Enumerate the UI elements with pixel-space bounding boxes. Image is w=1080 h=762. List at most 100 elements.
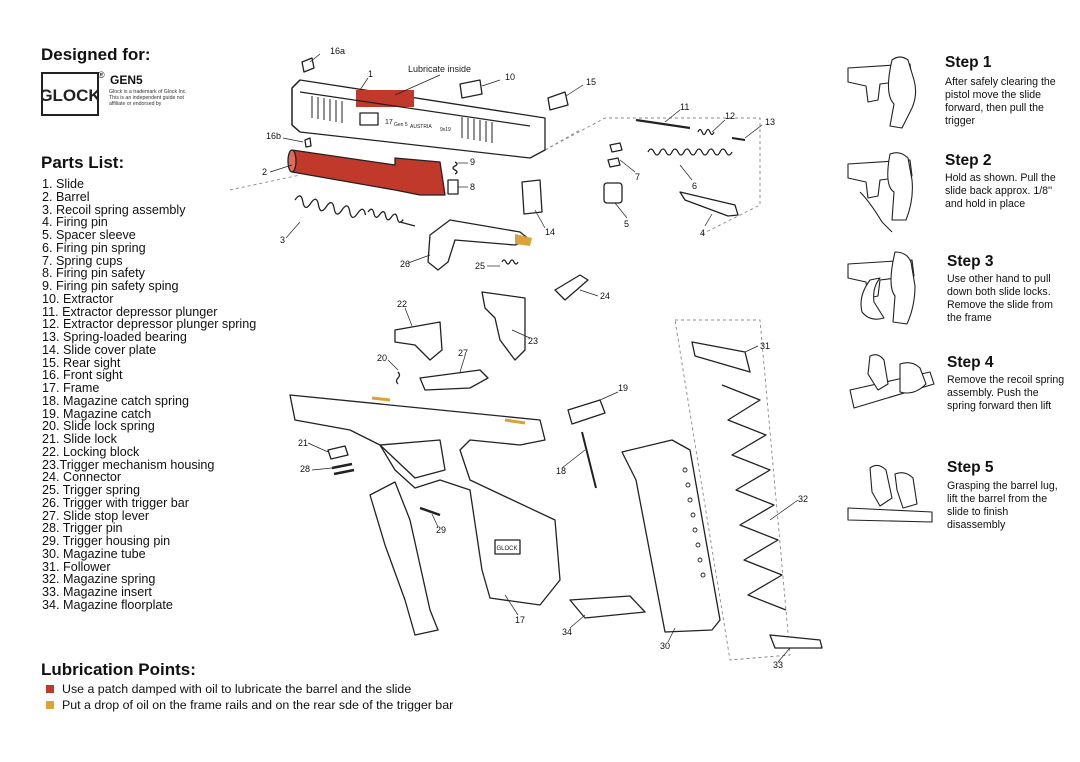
callout-label: 11 <box>680 102 690 112</box>
rear-sight-part <box>547 91 569 111</box>
callout-label: 33 <box>773 660 784 670</box>
parts-list-item: 6. Firing pin spring <box>42 240 146 255</box>
trigger-pin-part <box>331 462 355 476</box>
callout-label: 28 <box>300 464 311 474</box>
step-1-title: Step 1 <box>945 54 992 71</box>
recoil-spring-part <box>294 195 416 227</box>
extractor-part <box>459 79 483 99</box>
registered-mark: ® <box>98 70 105 80</box>
trigger-part <box>427 219 532 271</box>
step-3-title: Step 3 <box>947 253 994 270</box>
parts-list-item: 3. Recoil spring assembly <box>42 202 186 217</box>
callout-label: 19 <box>618 383 629 393</box>
callout-label: 24 <box>600 291 611 301</box>
fp-safety-spring-part <box>452 161 458 175</box>
connector-part <box>554 274 589 301</box>
parts-list-item: 26. Trigger with trigger bar <box>42 495 189 510</box>
callout-label: 20 <box>377 353 388 363</box>
gold-marker-icon <box>46 701 54 709</box>
lubrication-item-barrel: Use a patch damped with oil to lubricate… <box>46 682 411 696</box>
bearing-part <box>731 137 746 141</box>
callout-label: 22 <box>397 299 408 309</box>
parts-list-item: 17. Frame <box>42 381 100 395</box>
callout-label: 17 <box>515 615 526 625</box>
magazine-spring-part <box>721 384 787 611</box>
front-sight-part <box>301 57 315 73</box>
parts-list-item: 24. Connector <box>42 470 122 485</box>
parts-list-item: 16. Front sight <box>42 368 123 383</box>
lubrication-item-rails: Put a drop of oil on the frame rails and… <box>46 698 453 712</box>
lubrication-text: Use a patch damped with oil to lubricate… <box>62 682 412 696</box>
callout-label: 9 <box>470 157 476 167</box>
red-marker-icon <box>46 685 54 693</box>
parts-list-item: 33. Magazine insert <box>42 585 152 599</box>
callout-label: 32 <box>798 494 809 504</box>
lubrication-heading: Lubrication Points: <box>41 660 196 679</box>
callout-label: 25 <box>475 261 486 271</box>
callout-label: 14 <box>545 227 556 237</box>
model-label: GEN5 <box>110 73 143 87</box>
trademark-disclaimer: Glock is a trademark of Glock Inc. This … <box>109 89 187 107</box>
parts-list-item: 32. Magazine spring <box>42 572 156 587</box>
svg-text:9x19: 9x19 <box>440 127 451 133</box>
backstrap-part <box>369 481 439 636</box>
parts-list-item: 10. Extractor <box>42 291 114 306</box>
fp-safety-part <box>447 179 459 195</box>
magazine-floorplate-part <box>569 595 646 619</box>
lubricate-inside-note: Lubricate inside <box>408 64 471 74</box>
glock-logo: GLOCK <box>39 72 101 116</box>
parts-list-item: 9. Firing pin safety sping <box>42 279 179 293</box>
locking-block-part <box>394 321 443 361</box>
step-5-illustration <box>847 464 933 523</box>
parts-list-item: 27. Slide stop lever <box>42 508 150 523</box>
callout-label: 3 <box>280 235 286 245</box>
extractor-plunger-part <box>635 118 691 130</box>
parts-list-item: 8. Firing pin safety <box>42 266 145 281</box>
parts-list-item: 25. Trigger spring <box>42 483 141 497</box>
parts-list-item: 20. Slide lock spring <box>42 419 155 434</box>
callout-label: 15 <box>586 77 597 87</box>
callout-label: 6 <box>692 181 698 191</box>
spacer-sleeve-part <box>603 182 623 204</box>
parts-list-item: 22. Locking block <box>42 444 140 459</box>
callout-label: 13 <box>765 117 776 127</box>
magazine-catch-part <box>567 399 606 425</box>
parts-list-item: 29. Trigger housing pin <box>42 534 171 548</box>
slide-part: 17 Gen 5 AUSTRIA 9x19 <box>291 79 546 159</box>
callout-label: 16a <box>330 46 346 56</box>
firing-pin-part <box>679 191 739 217</box>
lubrication-text: Put a drop of oil on the frame rails and… <box>62 698 454 712</box>
glock-logo-text: GLOCK <box>41 86 99 105</box>
parts-list-item: 34. Magazine floorplate <box>42 597 173 612</box>
step-2-illustration <box>847 152 913 233</box>
callout-label: 29 <box>436 525 447 535</box>
callout-label: 26 <box>400 259 411 269</box>
parts-list-item: 28. Trigger pin <box>42 521 123 536</box>
callout-label: 7 <box>635 172 641 182</box>
slide-lock-part <box>327 445 349 460</box>
step-4-title: Step 4 <box>947 354 994 371</box>
parts-list-item: 13. Spring-loaded bearing <box>42 330 187 344</box>
magazine-catch-spring-part <box>581 431 597 489</box>
parts-list-item: 14. Slide cover plate <box>42 342 157 357</box>
guide-lines <box>229 117 791 661</box>
step-1-illustration <box>847 56 917 129</box>
step-4-illustration <box>849 354 935 409</box>
magazine-insert-part <box>769 634 823 649</box>
callout-label: 27 <box>458 348 469 358</box>
step-4-text: Remove the recoil spring assembly. Push … <box>947 374 1065 412</box>
parts-list-item: 1. Slide <box>42 177 85 191</box>
parts-list-heading: Parts List: <box>41 153 125 172</box>
parts-list-item: 30. Magazine tube <box>42 546 146 561</box>
slide-lock-spring-part <box>395 371 401 385</box>
slide-stop-lever-part <box>419 369 489 391</box>
callout-label: 5 <box>624 219 630 229</box>
callout-label: 10 <box>505 72 516 82</box>
frame-part: GLOCK <box>289 394 561 606</box>
step-3-text: Use other hand to pull down both slide l… <box>947 273 1053 324</box>
callout-label: 23 <box>528 336 539 346</box>
svg-text:GLOCK: GLOCK <box>496 546 517 552</box>
magazine-tube-part <box>621 439 721 633</box>
